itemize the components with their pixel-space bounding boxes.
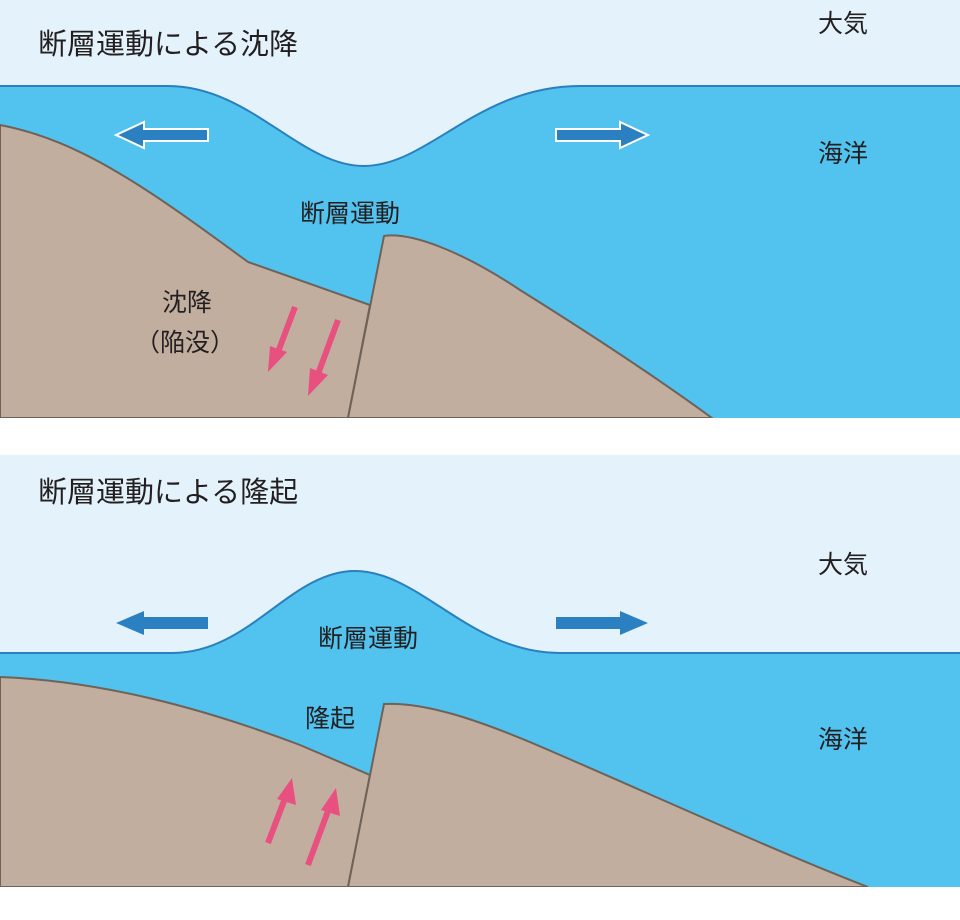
- left-ground-block: [0, 675, 372, 887]
- wave-arrow-right: [556, 611, 648, 635]
- sea-surface-bulge: [0, 569, 960, 654]
- panel-title: 断層運動による隆起: [38, 475, 298, 509]
- wave-arrow-left: [113, 120, 209, 150]
- subsidence-arrow-2: [308, 318, 341, 396]
- sea-surface-depression: [0, 85, 960, 168]
- uplift-arrow-2: [305, 788, 340, 867]
- uplift-label: 隆起: [305, 704, 355, 733]
- atmosphere-label: 大気: [818, 9, 868, 38]
- subsidence-label: 沈降: [162, 288, 212, 317]
- uplift-panel: 断層運動による隆起 大気 海洋 断層運動 隆起: [0, 455, 960, 887]
- subsidence-arrow-1: [268, 305, 298, 372]
- wave-arrow-left: [116, 611, 208, 635]
- subsided-ground-block: [0, 123, 372, 418]
- uplifted-ground-block: [346, 702, 869, 887]
- ocean-label: 海洋: [818, 139, 868, 168]
- atmosphere-label: 大気: [818, 550, 868, 579]
- subsidence-diagram: 断層運動による沈降 大気 海洋 断層運動 沈降 （陥没）: [0, 0, 960, 418]
- right-ground-block: [346, 234, 714, 418]
- panel-title: 断層運動による沈降: [38, 27, 298, 61]
- ocean-label: 海洋: [818, 725, 868, 754]
- fault-movement-label: 断層運動: [318, 624, 418, 653]
- wave-arrow-right: [555, 120, 651, 150]
- uplift-arrow-1: [265, 778, 296, 845]
- collapse-label: （陥没）: [135, 328, 235, 357]
- subsidence-panel: 断層運動による沈降 大気 海洋 断層運動 沈降 （陥没）: [0, 0, 960, 418]
- fault-movement-label: 断層運動: [300, 199, 400, 228]
- uplift-diagram: 断層運動による隆起 大気 海洋 断層運動 隆起: [0, 455, 960, 887]
